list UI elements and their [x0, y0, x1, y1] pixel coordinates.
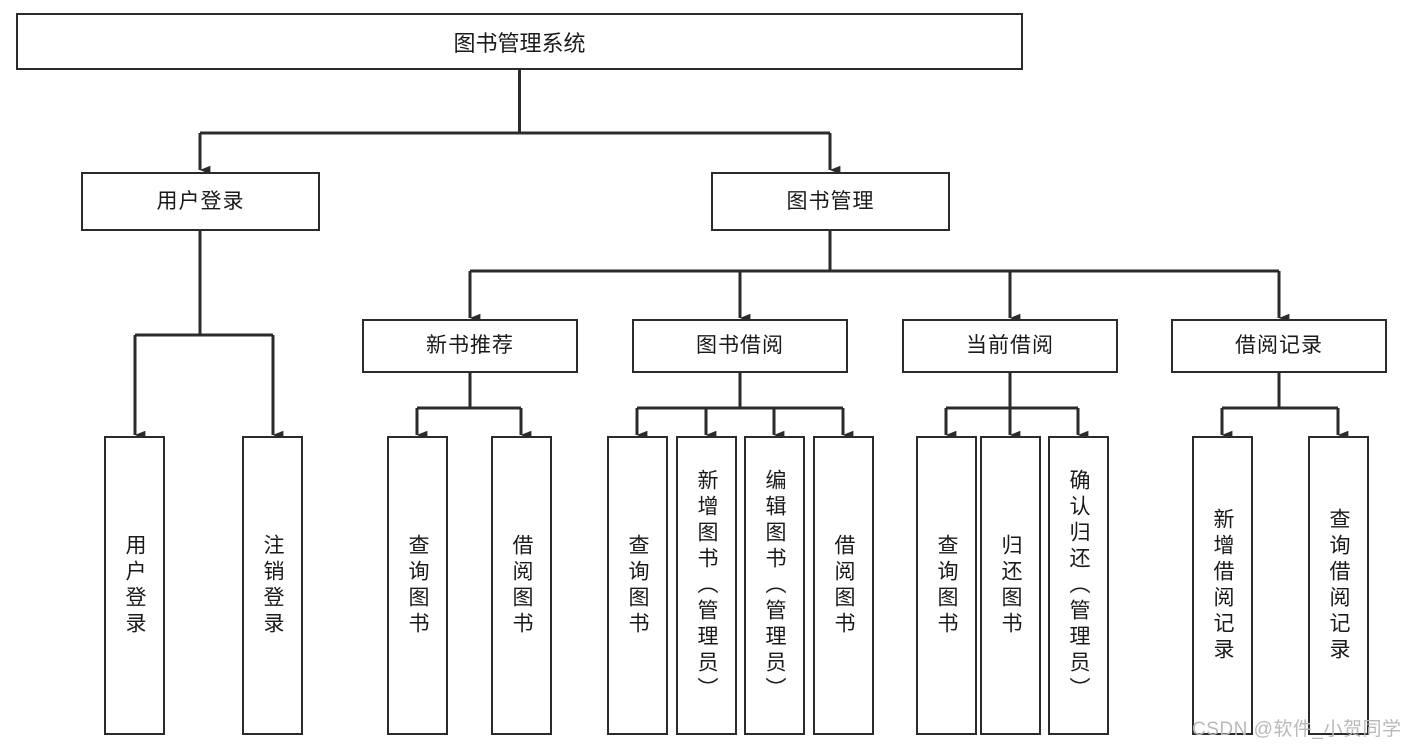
- node-label: 图书管理系统: [453, 30, 586, 56]
- node-label: 借阅记录: [1235, 334, 1323, 358]
- leaf-label: 借阅图书: [832, 533, 855, 638]
- leaf-label: 查询借阅记录: [1327, 507, 1350, 664]
- leaf-logout[interactable]: 注销登录: [242, 436, 303, 735]
- leaf-query-book-borrow[interactable]: 查询图书: [607, 436, 668, 735]
- leaf-query-borrow-record[interactable]: 查询借阅记录: [1308, 436, 1369, 735]
- leaf-confirm-return-admin[interactable]: 确认归还（管理员）: [1048, 436, 1109, 735]
- leaf-label: 确认归还（管理员）: [1067, 468, 1090, 703]
- leaf-user-login[interactable]: 用户登录: [104, 436, 165, 735]
- node-new-book-recommend[interactable]: 新书推荐: [362, 319, 578, 373]
- leaf-label: 借阅图书: [510, 533, 533, 638]
- leaf-label: 归还图书: [999, 533, 1022, 638]
- leaf-label: 编辑图书（管理员）: [763, 468, 786, 703]
- leaf-label: 新增图书（管理员）: [695, 468, 718, 703]
- leaf-label: 新增借阅记录: [1211, 507, 1234, 664]
- csdn-watermark: CSDN @软件_小贺同学: [1192, 719, 1402, 740]
- node-borrow-record[interactable]: 借阅记录: [1171, 319, 1387, 373]
- node-library-management-system[interactable]: 图书管理系统: [16, 13, 1023, 70]
- node-current-borrow[interactable]: 当前借阅: [902, 319, 1118, 373]
- leaf-label: 注销登录: [261, 533, 284, 638]
- node-label: 图书借阅: [696, 334, 784, 358]
- leaf-add-borrow-record[interactable]: 新增借阅记录: [1192, 436, 1253, 735]
- node-label: 用户登录: [156, 189, 245, 213]
- leaf-query-book-recommend[interactable]: 查询图书: [387, 436, 448, 735]
- leaf-borrow-book-recommend[interactable]: 借阅图书: [491, 436, 552, 735]
- node-label: 当前借阅: [966, 334, 1054, 358]
- leaf-query-book-current[interactable]: 查询图书: [916, 436, 977, 735]
- node-book-borrow[interactable]: 图书借阅: [632, 319, 848, 373]
- node-book-management[interactable]: 图书管理: [711, 172, 950, 231]
- leaf-borrow-book[interactable]: 借阅图书: [813, 436, 874, 735]
- leaf-edit-book-admin[interactable]: 编辑图书（管理员）: [744, 436, 805, 735]
- leaf-label: 查询图书: [935, 533, 958, 638]
- node-user-login[interactable]: 用户登录: [81, 172, 320, 231]
- node-label: 图书管理: [786, 189, 875, 213]
- leaf-label: 查询图书: [406, 533, 429, 638]
- leaf-label: 用户登录: [123, 533, 146, 638]
- leaf-label: 查询图书: [626, 533, 649, 638]
- leaf-add-book-admin[interactable]: 新增图书（管理员）: [676, 436, 737, 735]
- node-label: 新书推荐: [426, 334, 514, 358]
- leaf-return-book[interactable]: 归还图书: [980, 436, 1041, 735]
